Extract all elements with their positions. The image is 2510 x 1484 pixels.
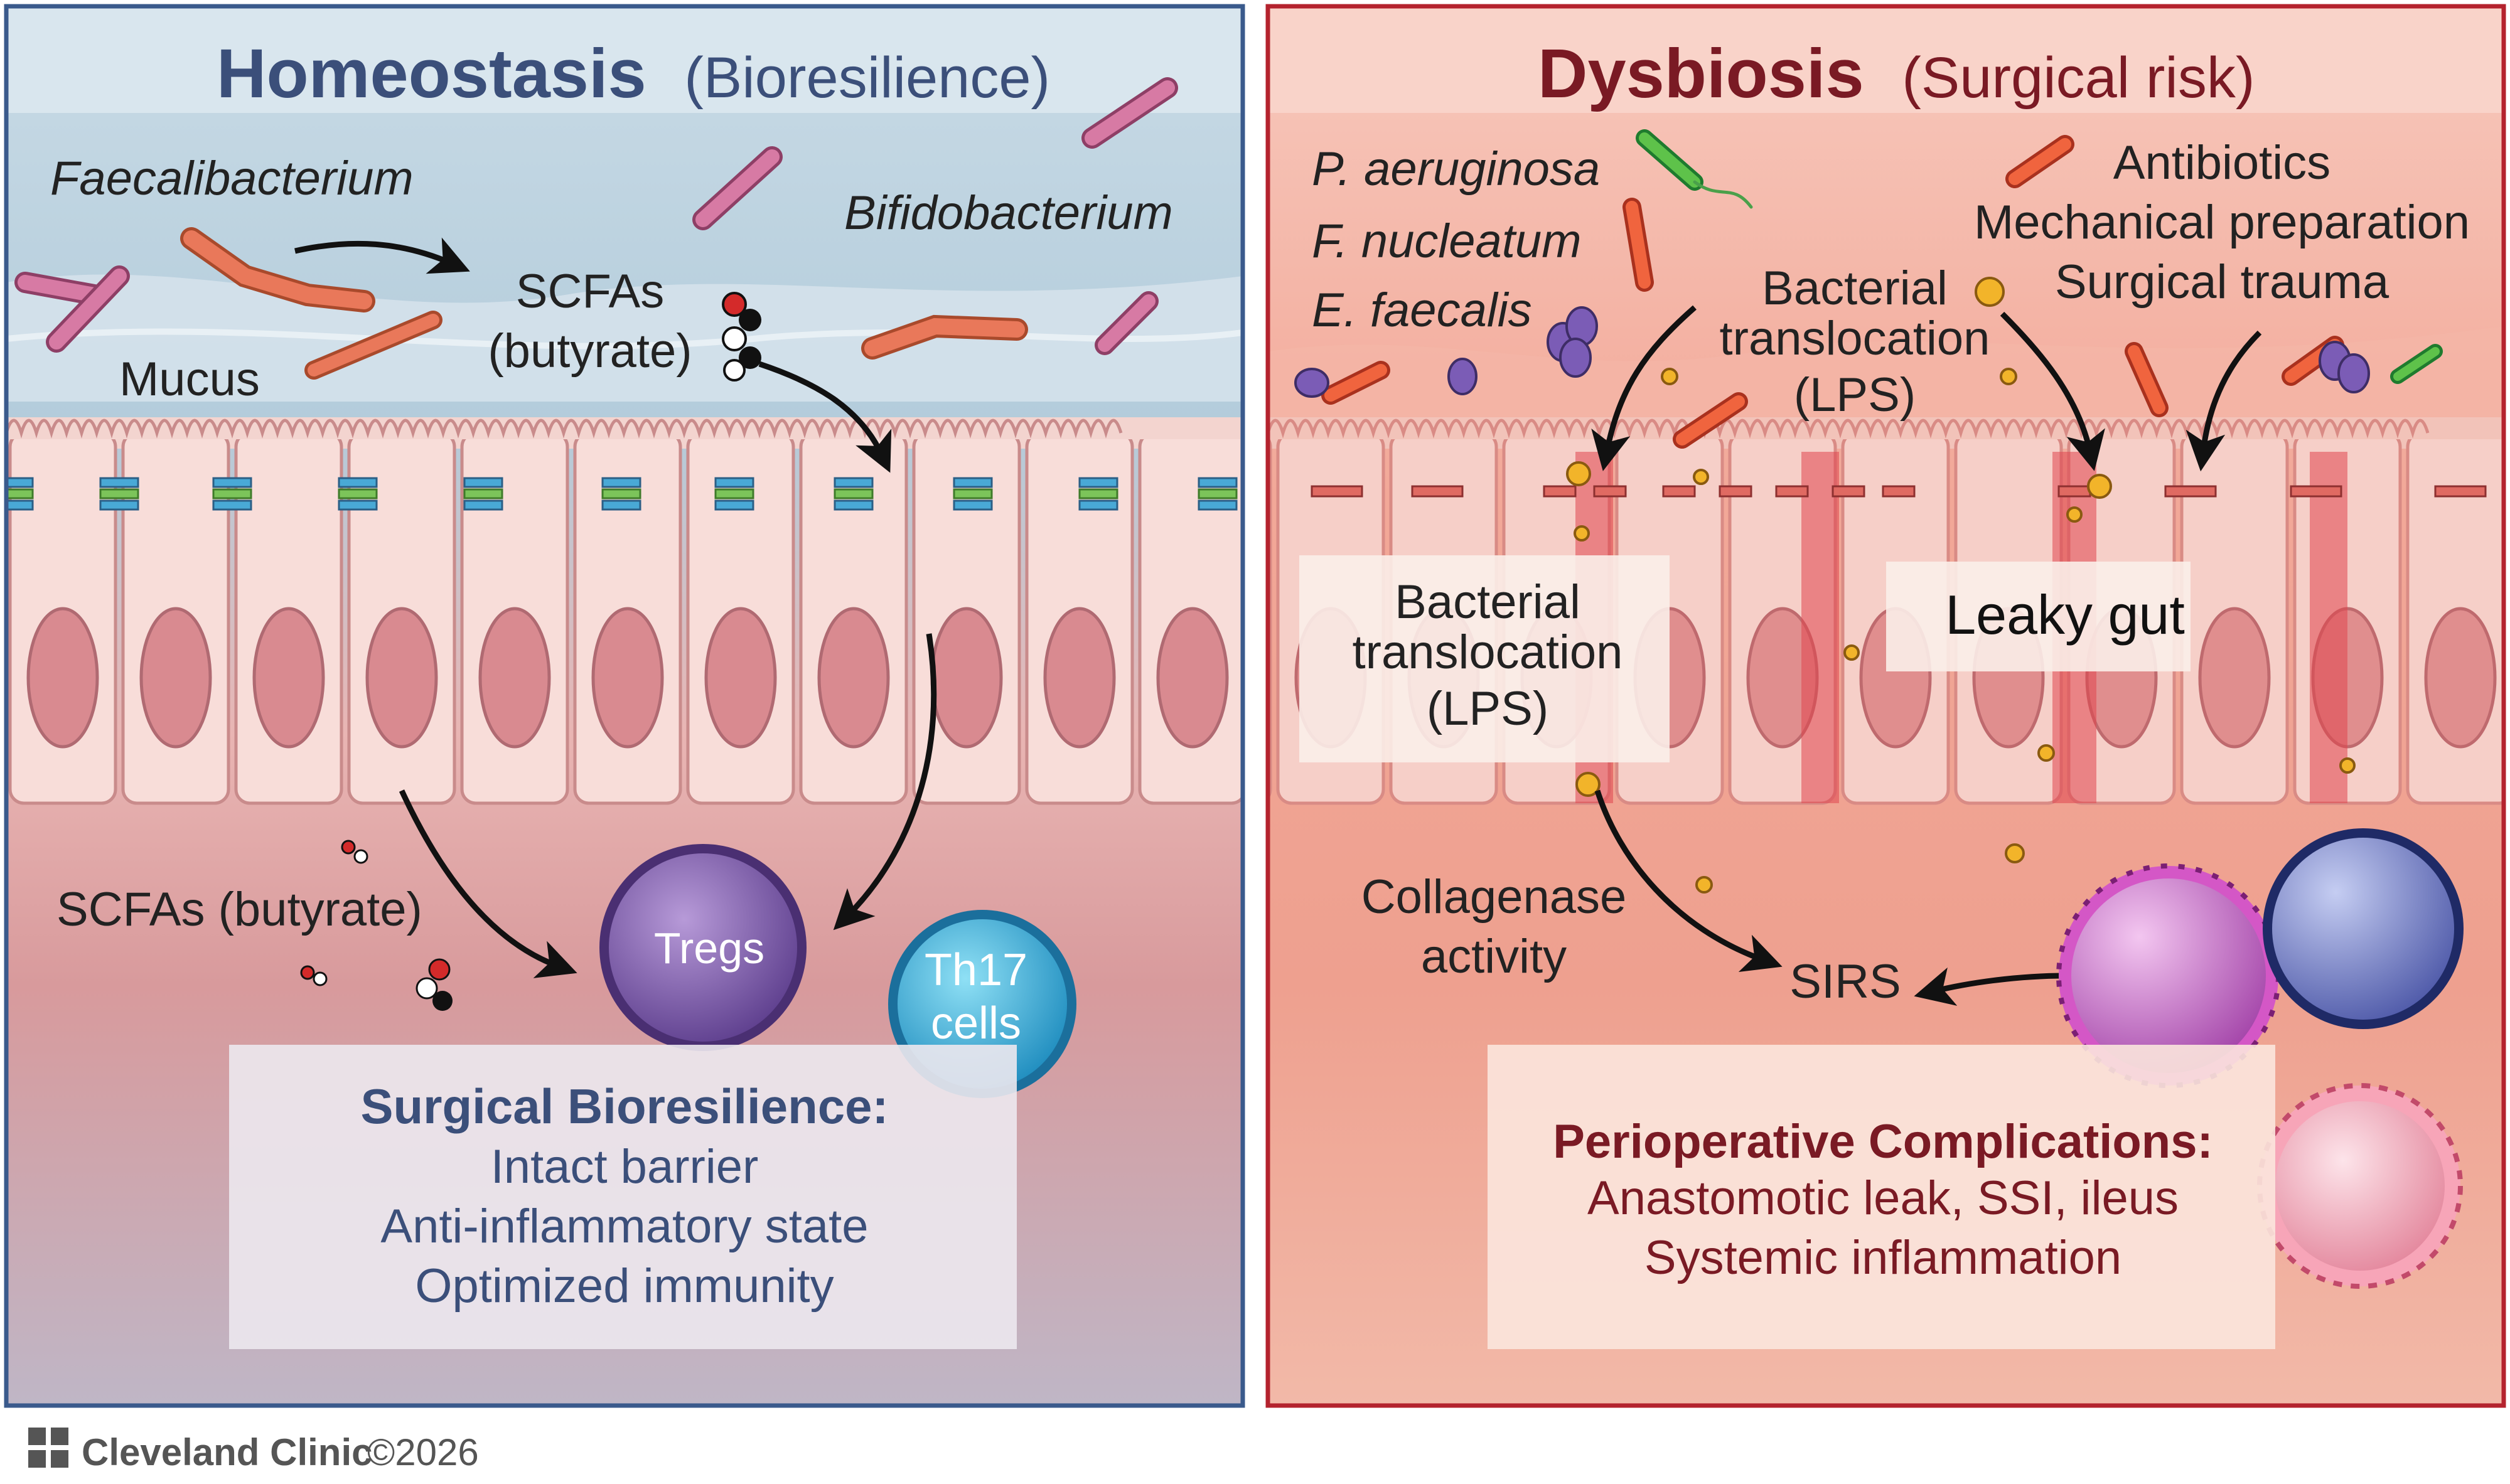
microvilli (4, 419, 1123, 439)
bifidobacterium-bacteria (14, 77, 1178, 355)
antibiotics-label: Antibiotics (2113, 136, 2330, 190)
damaged-mucus-layer (1268, 326, 2504, 439)
tregs-label: Tregs (654, 924, 764, 973)
tight-junctions (6, 477, 1238, 511)
bacterial-translocation-box (1299, 555, 1670, 762)
left-panel-title-line: Homeostasis (Bioresilience) (217, 35, 1050, 112)
left-summary-heading: Surgical Bioresilience: (361, 1079, 889, 1134)
left-arrows (294, 237, 937, 978)
right-arrows (1591, 305, 2262, 1006)
cleveland-clinic-logo-icon (28, 1428, 68, 1468)
right-summary-line-2: Systemic inflammation (1644, 1231, 2121, 1284)
faecalibacterium-bacteria (180, 227, 1028, 380)
right-summary-line-1: Anastomotic leak, SSI, ileus (1587, 1172, 2179, 1225)
leaky-gut-box (1886, 562, 2191, 671)
bacterial-translocation-box-3: (LPS) (1427, 682, 1548, 735)
left-panel-border (4, 4, 1245, 1408)
footer: Cleveland Clinic ©2026 (28, 1428, 479, 1473)
butyrate-molecule-icon (722, 292, 761, 382)
tregs-cell: Tregs (599, 844, 807, 1051)
right-summary-box (1488, 1045, 2275, 1349)
right-microvilli (1266, 419, 2430, 439)
mucus-label: Mucus (119, 353, 260, 406)
mechanical-preparation-label: Mechanical preparation (1974, 196, 2470, 249)
faecalibacterium-label: Faecalibacterium (50, 152, 414, 205)
pathogen-bacteria (1321, 129, 2443, 449)
right-summary-heading: Perioperative Complications: (1553, 1115, 2213, 1168)
scfas-top-label-1: SCFAs (516, 265, 665, 318)
right-panel-subtitle: (Surgical risk) (1902, 46, 2255, 110)
scfas-bottom-label: SCFAs (butyrate) (56, 883, 422, 936)
bacterial-translocation-top-3: (LPS) (1794, 368, 1916, 422)
right-panel-title: Dysbiosis (1538, 35, 1864, 112)
left-title-band (6, 6, 1243, 113)
e-faecalis-label: E. faecalis (1312, 284, 1532, 337)
sirs-label: SIRS (1789, 955, 1901, 1008)
left-summary-line-1: Intact barrier (491, 1140, 759, 1193)
left-panel-title: Homeostasis (217, 35, 646, 112)
lps-particles (1566, 277, 2356, 894)
p-aeruginosa-label: P. aeruginosa (1312, 142, 1600, 196)
th17-label-2: cells (931, 998, 1021, 1049)
mucus-wave (6, 328, 1243, 350)
homeostasis-panel: Tregs Th17 cells Homeostasis (Bioresilie… (4, 4, 1245, 1408)
bacterial-translocation-top-2: translocation (1720, 312, 1990, 365)
left-summary-box (229, 1045, 1017, 1349)
right-title-band (1268, 6, 2504, 113)
scfas-top-label-2: (butyrate) (488, 324, 692, 378)
butyrate-small-icon (300, 840, 453, 1011)
activated-cell (2257, 1083, 2463, 1289)
f-nucleatum-label: F. nucleatum (1312, 215, 1582, 268)
bifidobacterium-label: Bifidobacterium (844, 186, 1173, 240)
broken-tight-junctions (1311, 485, 2487, 498)
bacterial-translocation-box-1: Bacterial (1395, 575, 1580, 629)
lymphocyte-cell (2263, 828, 2464, 1029)
footer-copyright: ©2026 (367, 1431, 479, 1473)
left-summary-line-2: Anti-inflammatory state (380, 1200, 868, 1253)
left-panel-subtitle: (Bioresilience) (684, 46, 1050, 110)
left-summary-line-3: Optimized immunity (415, 1259, 834, 1313)
th17-label-1: Th17 (925, 945, 1027, 995)
footer-brand: Cleveland Clinic (82, 1431, 372, 1473)
collagenase-label-2: activity (1421, 930, 1567, 983)
bacterial-translocation-top-1: Bacterial (1762, 262, 1948, 315)
leaky-gut-label: Leaky gut (1945, 584, 2185, 646)
dysbiosis-panel: Dysbiosis (Surgical risk) P. aeruginosa … (1265, 4, 2506, 1408)
e-faecalis-cluster-icon (1294, 306, 2370, 398)
right-panel-border (1265, 4, 2506, 1408)
surgical-trauma-label: Surgical trauma (2055, 255, 2389, 309)
collagenase-label-1: Collagenase (1361, 870, 1627, 924)
right-panel-title-line: Dysbiosis (Surgical risk) (1538, 35, 2255, 112)
bacterial-translocation-box-2: translocation (1353, 626, 1623, 679)
